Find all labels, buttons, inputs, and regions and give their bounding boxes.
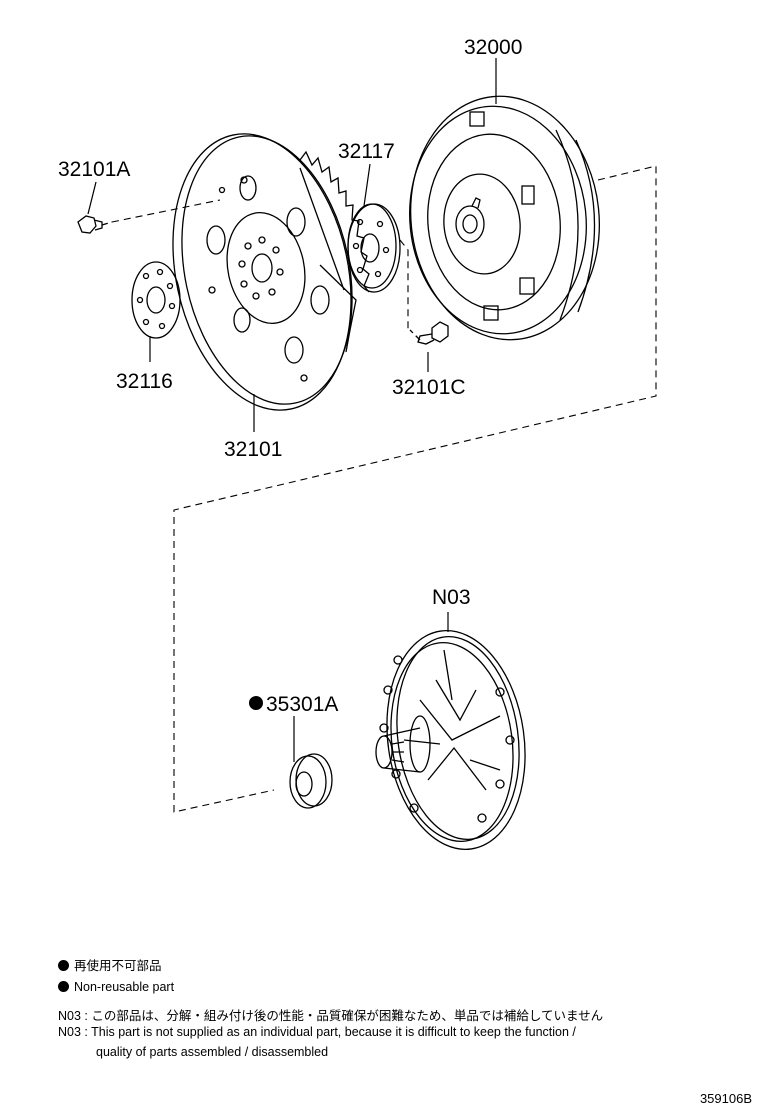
- label-32101c: 32101C: [392, 376, 466, 399]
- note-n03-en-line1: N03 : This part is not supplied as an in…: [58, 1025, 576, 1039]
- illustration-id: 359106B: [699, 1091, 752, 1106]
- non-reusable-marker: [249, 696, 263, 710]
- label-32117: 32117: [338, 140, 395, 163]
- bolt-32101c-graphic: [409, 321, 449, 345]
- legend-jp-text: 再使用不可部品: [74, 959, 162, 973]
- torque-converter-graphic: [409, 95, 601, 341]
- spacer-32117-graphic: [347, 203, 401, 293]
- plate-32116-graphic: [131, 261, 181, 339]
- oil-pump-graphic: [375, 630, 526, 850]
- alignment-lines: [111, 165, 657, 813]
- label-32101a: 32101A: [58, 158, 130, 181]
- legend-non-reusable-en: Non-reusable part: [58, 979, 174, 995]
- bolt-32101a-graphic: [77, 215, 113, 234]
- bullet-icon: [58, 960, 69, 971]
- legend-non-reusable-jp: 再使用不可部品: [58, 958, 162, 974]
- legend-en-text: Non-reusable part: [74, 980, 175, 994]
- label-32101: 32101: [224, 438, 282, 461]
- drive-plate-graphic: [172, 133, 370, 411]
- label-32116: 32116: [116, 370, 173, 393]
- oil-seal-graphic: [289, 753, 333, 809]
- label-n03: N03: [432, 586, 471, 609]
- label-35301a: 35301A: [266, 693, 338, 716]
- bullet-icon: [58, 981, 69, 992]
- note-n03-en-line2: quality of parts assembled / disassemble…: [96, 1045, 329, 1059]
- label-32000: 32000: [464, 36, 522, 59]
- leader-lines: [87, 58, 497, 762]
- note-n03-jp: N03 : この部品は、分解・組み付け後の性能・品質確保が困難なため、単品では補…: [58, 1009, 604, 1023]
